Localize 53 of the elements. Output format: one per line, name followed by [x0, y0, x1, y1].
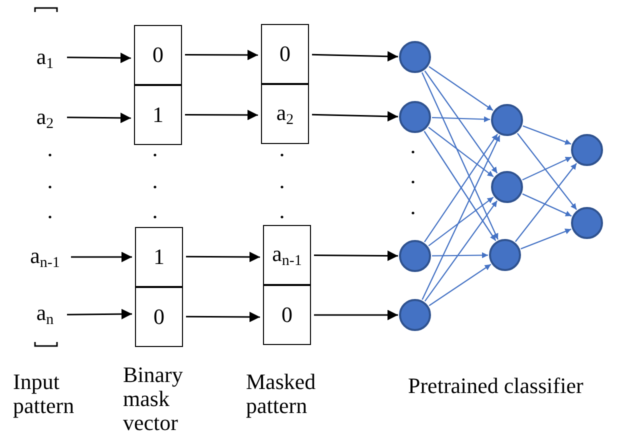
- column-label: Pretrained classifier: [408, 374, 584, 398]
- arrow: [312, 51, 398, 62]
- arrow: [67, 112, 131, 124]
- arrow: [428, 66, 494, 111]
- arrow: [432, 116, 490, 122]
- arrow: [522, 156, 572, 180]
- arrow: [422, 135, 500, 300]
- arrow: [67, 308, 132, 320]
- arrow: [314, 310, 398, 320]
- neuron-circle: [399, 240, 431, 272]
- arrow: [428, 264, 492, 306]
- vector-cell: 0: [135, 287, 183, 347]
- arrow: [185, 50, 258, 60]
- neuron-circle: [399, 101, 431, 133]
- input-value: a$_{1}$: [27, 43, 63, 73]
- arrow: [424, 200, 498, 302]
- input-value: a$_{n-1}$: [23, 242, 67, 272]
- arrow: [421, 72, 499, 240]
- arrow: [428, 196, 494, 246]
- neuron-circle: [571, 207, 603, 239]
- column-label: Masked pattern: [246, 370, 317, 418]
- neuron-circle: [491, 171, 523, 203]
- vector-cell: a$_{2}$: [261, 84, 309, 144]
- vector-cell: 0: [134, 25, 182, 85]
- neuron-circle: [399, 41, 431, 73]
- arrow: [186, 312, 260, 322]
- vector-cell: 1: [135, 227, 183, 287]
- arrow: [428, 126, 494, 178]
- arrow: [522, 125, 572, 145]
- input-value: a$_{n}$: [27, 299, 63, 329]
- arrow: [185, 110, 258, 120]
- arrow: [186, 252, 260, 262]
- vector-cell: 1: [134, 85, 182, 145]
- arrow: [314, 250, 398, 262]
- neuron-circle: [491, 104, 523, 136]
- column-label: Binary mask vector: [123, 363, 184, 435]
- arrow: [312, 111, 398, 122]
- neuron-circle: [399, 299, 431, 331]
- arrow: [515, 163, 577, 242]
- arrow: [71, 252, 132, 262]
- neuron-circle: [571, 134, 603, 166]
- column-label: Input pattern: [13, 370, 76, 418]
- input-value: a$_{2}$: [27, 103, 63, 133]
- neuron-circle: [489, 239, 521, 271]
- arrow: [520, 228, 572, 250]
- vector-cell: a$_{n-1}$: [263, 225, 311, 285]
- arrow: [67, 52, 131, 64]
- arrow: [424, 70, 498, 174]
- arrow: [522, 193, 572, 217]
- vector-cell: 0: [261, 24, 309, 84]
- arrow: [432, 252, 488, 258]
- arrow: [516, 133, 578, 210]
- vector-cell: 0: [263, 285, 311, 345]
